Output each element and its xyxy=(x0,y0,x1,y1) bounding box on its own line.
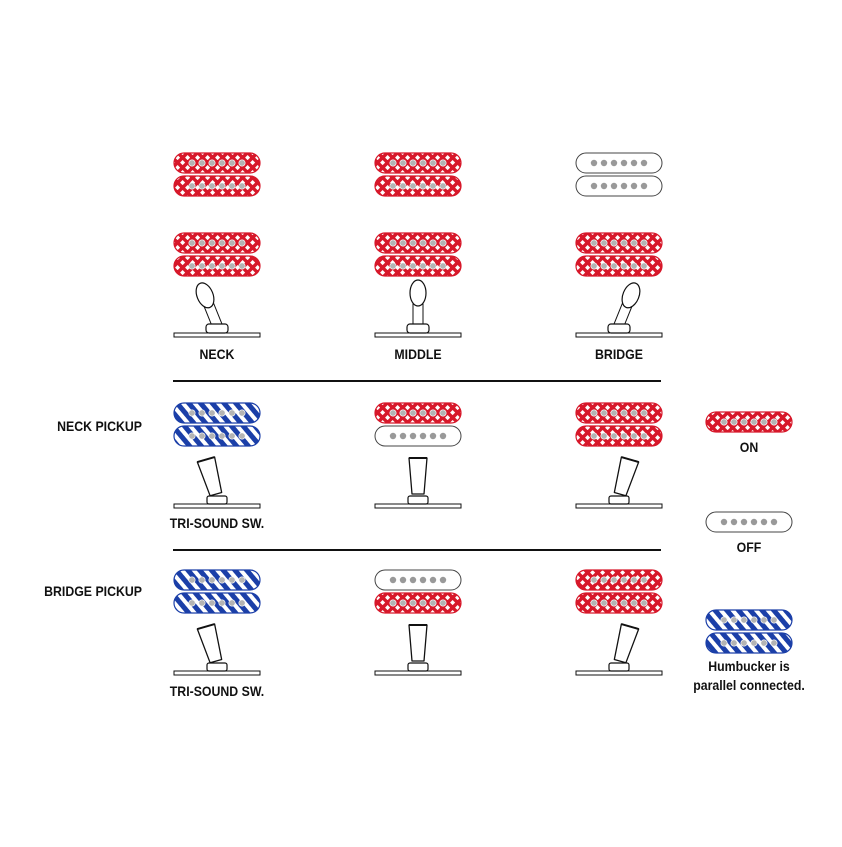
legend-parallel-humbucker-top-coil xyxy=(705,609,793,631)
pickup-top-middle-top-coil xyxy=(374,152,462,174)
bridge-pickup-humbucker-bridge-bottom-coil xyxy=(575,592,663,614)
pickup-second-bridge-bottom-coil xyxy=(575,255,663,277)
pickup-second-middle xyxy=(374,232,462,277)
neck-pickup-humbucker-bridge-bottom-coil xyxy=(575,425,663,447)
toggle-switch-bridge xyxy=(575,282,663,338)
bridge-pickup-humbucker-neck xyxy=(173,569,261,614)
neck-pickup-humbucker-neck xyxy=(173,402,261,447)
pickup-top-middle xyxy=(374,152,462,197)
pickup-top-bridge-bottom-coil xyxy=(575,175,663,197)
neck-pickup-tri-sound-switch-middle xyxy=(374,457,462,509)
pickup-top-neck xyxy=(173,152,261,197)
legend-off-coil xyxy=(705,511,793,533)
pickup-second-bridge-top-coil xyxy=(575,232,663,254)
pickup-second-middle-top-coil xyxy=(374,232,462,254)
pickup-second-neck-bottom-coil xyxy=(173,255,261,277)
bridge-pickup-humbucker-bridge xyxy=(575,569,663,614)
pickup-top-bridge xyxy=(575,152,663,197)
bridge-pickup-humbucker-middle-bottom-coil xyxy=(374,592,462,614)
legend-parallel-note-line1: Humbucker is xyxy=(708,658,790,674)
toggle-switch-neck xyxy=(173,282,261,338)
tri-sound-switch-label-neck: TRI-SOUND SW. xyxy=(169,515,265,531)
bridge-pickup-tri-sound-switch-bridge xyxy=(575,623,663,676)
column-label-bridge: BRIDGE xyxy=(595,346,643,362)
legend-off-label: OFF xyxy=(736,539,762,555)
row-label-bridge-pickup: BRIDGE PICKUP xyxy=(44,583,142,599)
neck-pickup-humbucker-middle xyxy=(374,402,462,447)
legend-parallel-humbucker-bottom-coil xyxy=(705,632,793,654)
pickup-top-neck-bottom-coil xyxy=(173,175,261,197)
column-label-neck: NECK xyxy=(199,346,235,362)
neck-pickup-humbucker-bridge xyxy=(575,402,663,447)
legend-parallel-note-line2: parallel connected. xyxy=(693,677,805,693)
pickup-top-bridge-top-coil xyxy=(575,152,663,174)
neck-pickup-humbucker-neck-top-coil xyxy=(173,402,261,424)
pickup-second-bridge xyxy=(575,232,663,277)
bridge-pickup-humbucker-neck-bottom-coil xyxy=(173,592,261,614)
neck-pickup-humbucker-bridge-top-coil xyxy=(575,402,663,424)
legend-on-coil xyxy=(705,411,793,433)
neck-pickup-tri-sound-switch-neck xyxy=(173,456,261,509)
neck-pickup-humbucker-middle-bottom-coil xyxy=(374,425,462,447)
pickup-second-middle-bottom-coil xyxy=(374,255,462,277)
legend-parallel-humbucker xyxy=(705,609,793,654)
pickup-top-middle-bottom-coil xyxy=(374,175,462,197)
bridge-pickup-humbucker-bridge-top-coil xyxy=(575,569,663,591)
bridge-pickup-humbucker-middle xyxy=(374,569,462,614)
neck-pickup-humbucker-middle-top-coil xyxy=(374,402,462,424)
neck-pickup-humbucker-neck-bottom-coil xyxy=(173,425,261,447)
bridge-pickup-humbucker-neck-top-coil xyxy=(173,569,261,591)
neck-pickup-tri-sound-switch-bridge xyxy=(575,456,663,509)
pickup-top-neck-top-coil xyxy=(173,152,261,174)
bridge-pickup-humbucker-middle-top-coil xyxy=(374,569,462,591)
column-label-middle: MIDDLE xyxy=(394,346,442,362)
tri-sound-switch-label-bridge: TRI-SOUND SW. xyxy=(169,683,265,699)
bridge-pickup-tri-sound-switch-middle xyxy=(374,624,462,676)
toggle-switch-middle xyxy=(374,279,462,338)
pickup-second-neck-top-coil xyxy=(173,232,261,254)
row-label-neck-pickup: NECK PICKUP xyxy=(57,418,142,434)
bridge-pickup-tri-sound-switch-neck xyxy=(173,623,261,676)
legend-on-label: ON xyxy=(739,439,759,455)
pickup-second-neck xyxy=(173,232,261,277)
